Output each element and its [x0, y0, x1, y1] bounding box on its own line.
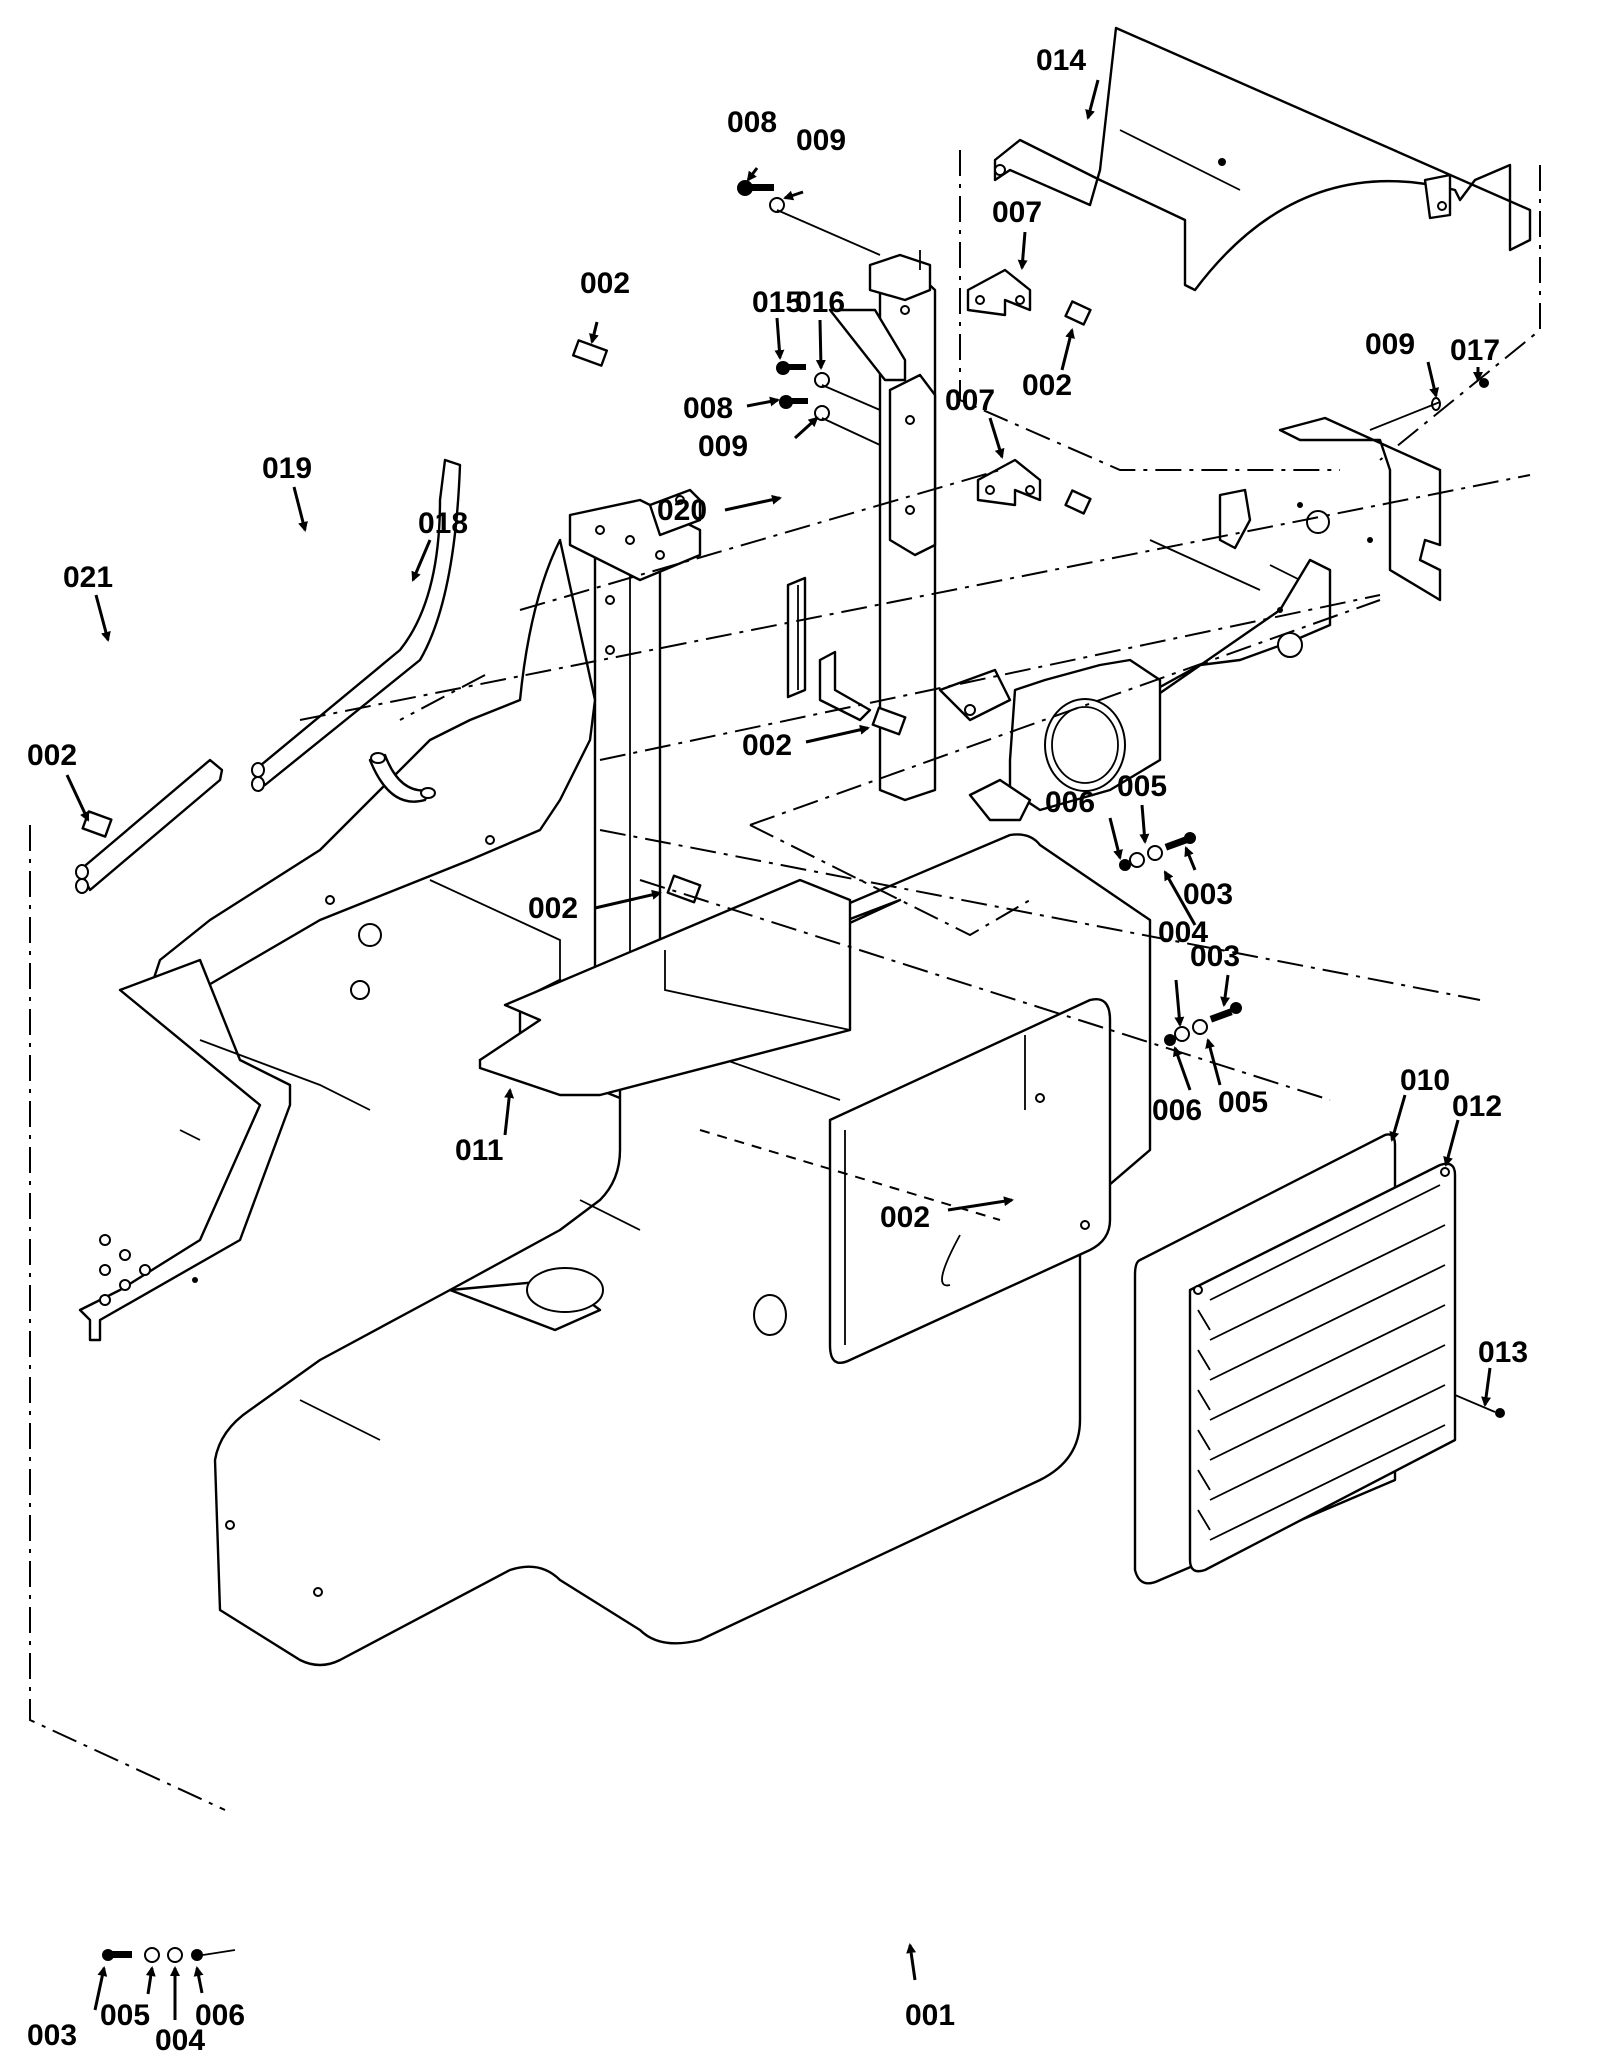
callout-013: 013	[1478, 1336, 1528, 1369]
callout-020: 020	[657, 494, 707, 527]
callout-001: 001	[905, 1999, 955, 2032]
tube-part-019	[251, 458, 462, 792]
louver-grille-part-012	[1188, 1162, 1457, 1573]
top-cover-part-014	[993, 26, 1532, 292]
callout-006: 006	[195, 1999, 245, 2032]
callout-leaders	[65, 79, 1492, 2020]
callout-008: 008	[727, 106, 777, 139]
left-side-panel	[78, 958, 371, 1342]
callout-010: 010	[1400, 1064, 1450, 1097]
callout-002: 002	[580, 267, 630, 300]
callout-005: 005	[1117, 770, 1167, 803]
nut-002-a	[1064, 300, 1092, 326]
callout-003: 003	[27, 2019, 77, 2052]
callout-002: 002	[27, 739, 77, 772]
bolt-008-top	[737, 180, 785, 213]
callout-labels: 014 008 009 007 002 015 016 002 008 009 …	[27, 44, 1528, 2057]
callout-004: 004	[155, 2024, 205, 2057]
callout-002: 002	[1022, 369, 1072, 402]
bracket-part-007	[966, 268, 1032, 317]
clamp-part-018	[368, 752, 436, 803]
nut-002-b	[571, 339, 609, 367]
callout-009: 009	[698, 430, 748, 463]
nut-002-d	[871, 706, 907, 736]
callout-004: 004	[1158, 916, 1208, 949]
assembly-line	[959, 150, 1340, 471]
vertical-post-center	[828, 250, 937, 802]
callout-019: 019	[262, 452, 312, 485]
callout-002: 002	[528, 892, 578, 925]
callout-002: 002	[880, 1201, 930, 1234]
left-frame-member	[148, 538, 597, 1001]
callout-003: 003	[1190, 940, 1240, 973]
callout-018: 018	[418, 507, 468, 540]
callout-002: 002	[742, 729, 792, 762]
angle-bracket	[818, 650, 872, 722]
fastener-stack-top-right	[1119, 832, 1196, 871]
callout-016: 016	[795, 286, 845, 319]
ring-mounting-bracket	[938, 658, 1162, 822]
tube-part-021	[75, 758, 224, 894]
callout-017: 017	[1450, 334, 1500, 367]
callout-006: 006	[1045, 786, 1095, 819]
callout-003: 003	[1183, 878, 1233, 911]
bracket-part-007	[976, 458, 1042, 507]
strip-part-020	[786, 576, 807, 699]
screw-013	[1454, 1394, 1505, 1418]
vertical-column-left	[568, 488, 702, 1012]
callout-009: 009	[1365, 328, 1415, 361]
callout-011: 011	[455, 1134, 503, 1167]
callout-005: 005	[100, 1999, 150, 2032]
bolt-008-mid	[779, 395, 830, 421]
callout-015: 015	[752, 286, 802, 319]
callout-005: 005	[1218, 1086, 1268, 1119]
callout-009: 009	[796, 124, 846, 157]
fastener-stack-mid-right	[1164, 1002, 1242, 1046]
console-housing-part-001	[213, 833, 1152, 1667]
bolt-015	[776, 361, 830, 388]
assembly-line	[1379, 165, 1541, 461]
fastener-stack-bottom-left	[102, 1947, 236, 1963]
callout-008: 008	[683, 392, 733, 425]
callout-012: 012	[1452, 1090, 1502, 1123]
assembly-lines-bolts	[776, 209, 1441, 446]
callout-021: 021	[63, 561, 113, 594]
callout-007: 007	[945, 384, 995, 417]
callout-014: 014	[1036, 44, 1086, 77]
cover-plate-part-011	[478, 878, 852, 1097]
callout-006: 006	[1152, 1094, 1202, 1127]
rear-bracket-panel	[1149, 416, 1442, 602]
callout-007: 007	[992, 196, 1042, 229]
nut-002-c	[1064, 489, 1092, 515]
